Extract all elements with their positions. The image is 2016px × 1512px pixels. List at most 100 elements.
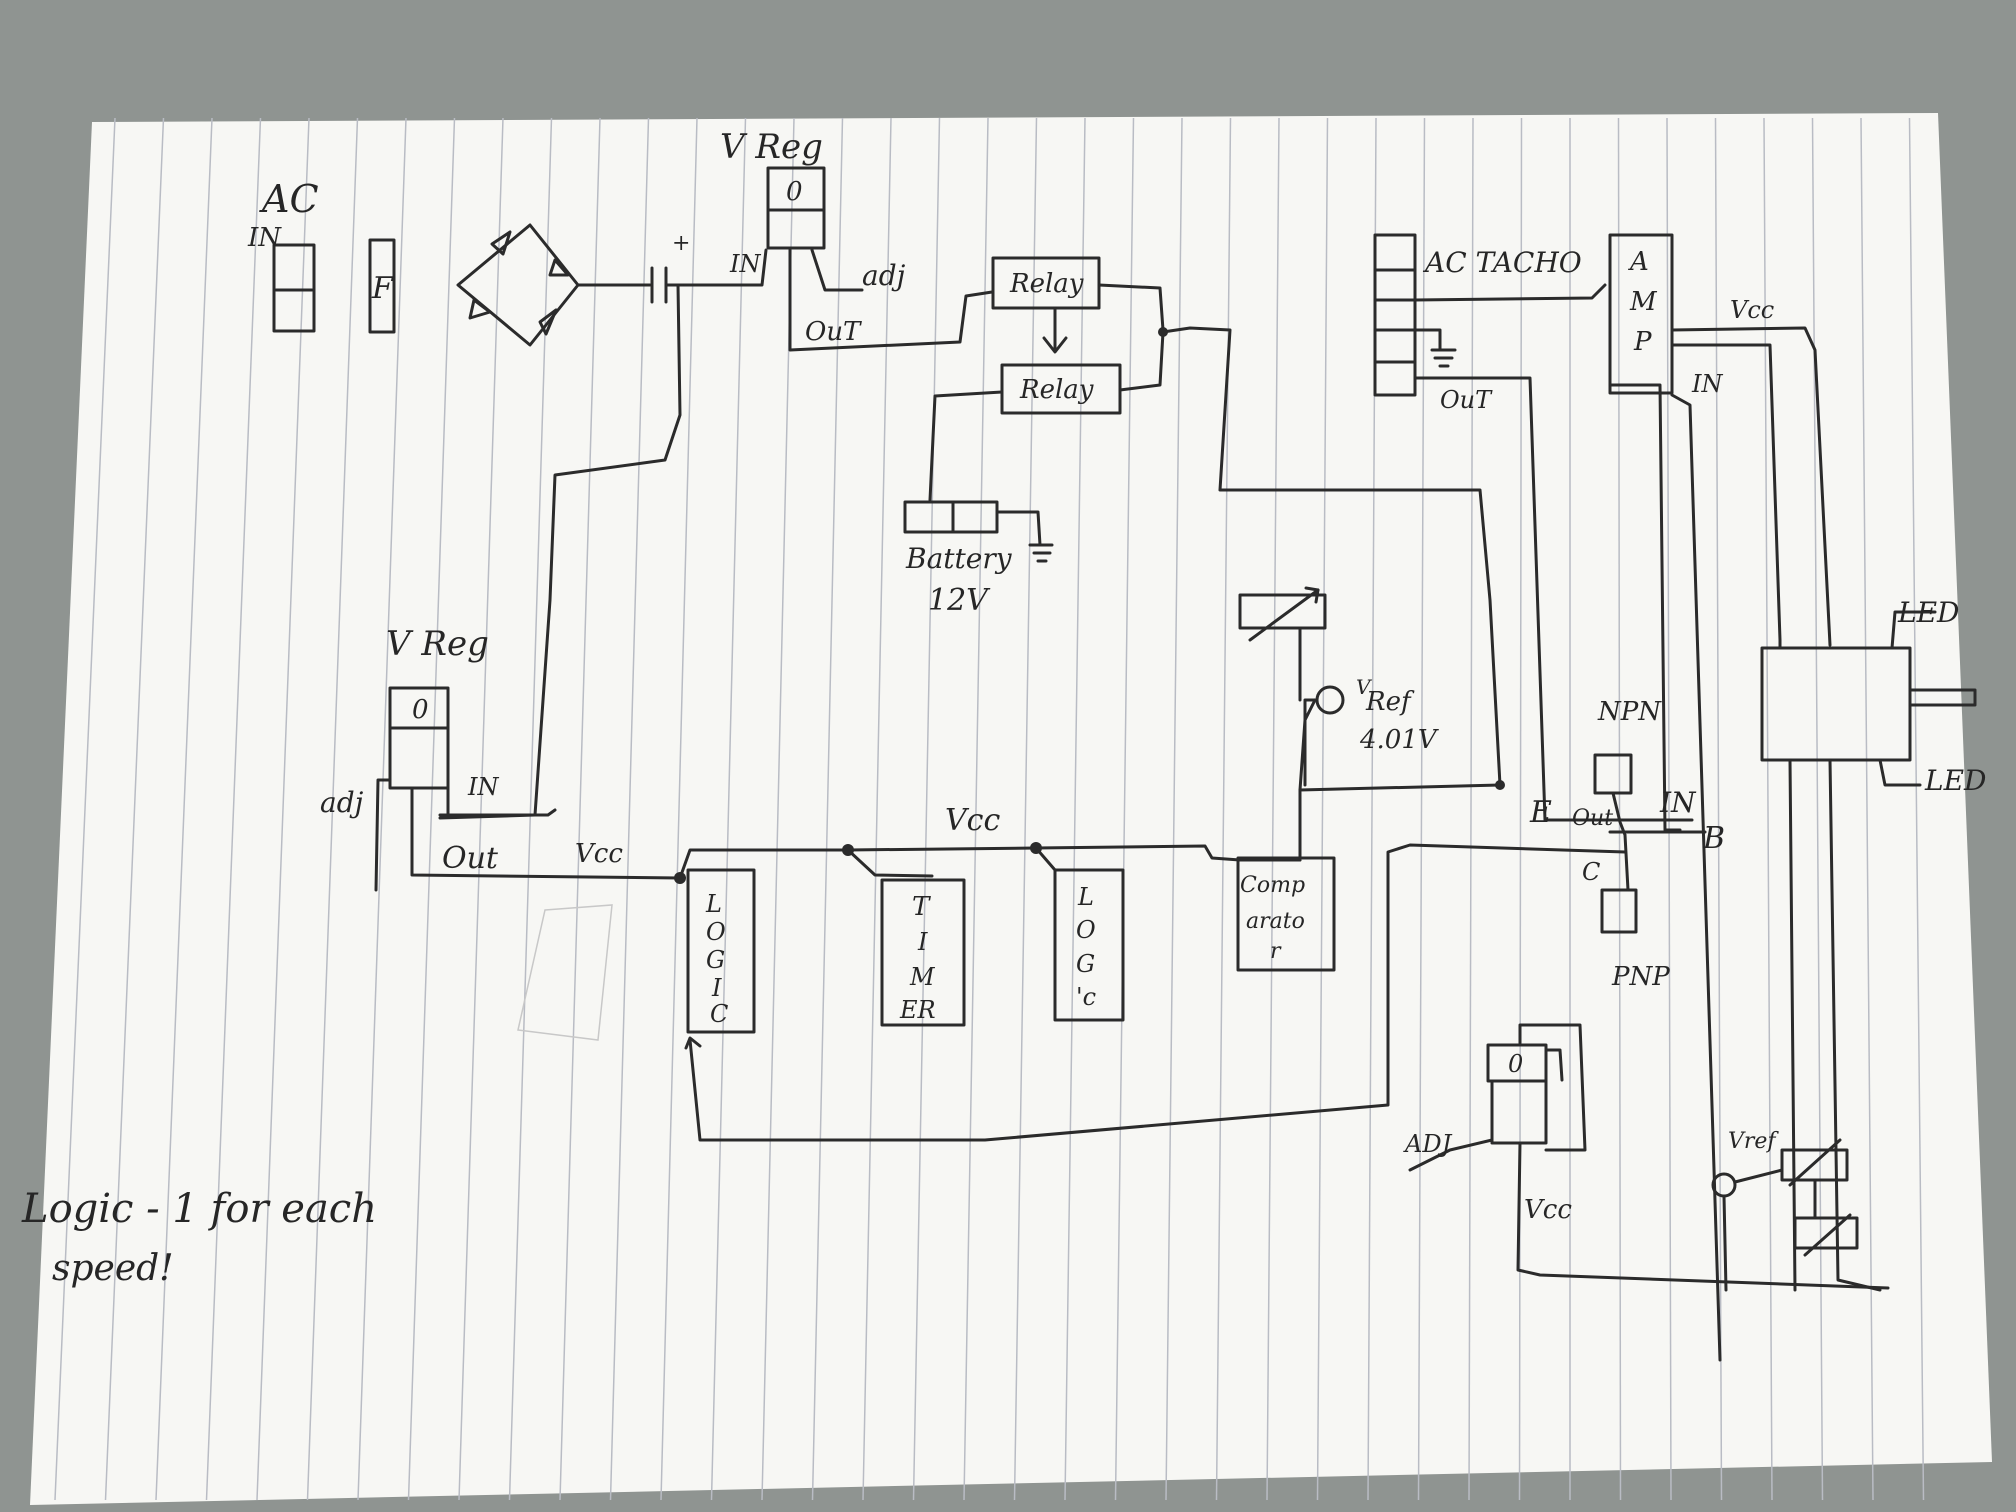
ruled-line	[609, 117, 650, 1501]
base-label: B	[1702, 821, 1725, 856]
ruled-line	[357, 117, 407, 1501]
vreg-left-pin-mark: 0	[412, 695, 429, 725]
ruled-line	[54, 117, 116, 1501]
logic-left-g: G	[706, 946, 725, 974]
ruled-line	[1013, 117, 1038, 1501]
ruled-line	[1617, 117, 1622, 1501]
logic-right-g: G	[1076, 950, 1095, 978]
ruled-line	[155, 117, 213, 1501]
ac-input-sub-label: IN	[247, 223, 282, 253]
timer-er: ER	[899, 996, 936, 1024]
vreg-top-out-label: OuT	[805, 317, 862, 347]
trim-section	[1711, 1138, 1859, 1292]
bus-junction-4	[1495, 780, 1505, 790]
vreg-top-title: V Reg	[720, 127, 823, 167]
amp-letter-m: M	[1629, 287, 1658, 317]
led-bottom-label: LED	[1924, 764, 1986, 797]
emitter-label: E	[1529, 795, 1552, 830]
comparator-line-3: r	[1270, 939, 1282, 964]
ruled-line	[559, 117, 601, 1501]
amp-letter-p: P	[1633, 327, 1652, 357]
logic-right-l: L	[1077, 883, 1094, 911]
ruled-line	[306, 117, 359, 1501]
vreg-left-title: V Reg	[386, 624, 489, 664]
bus-junction-1	[674, 872, 686, 884]
amp-wires	[1608, 326, 1832, 1362]
ruled-line	[1114, 117, 1135, 1501]
vreg-bottom	[1408, 1023, 1890, 1290]
transistor-out-label: Out	[1572, 806, 1613, 831]
vreg-left-in-label: IN	[467, 773, 499, 801]
ruled-line	[458, 117, 504, 1501]
pnp-transistor	[1600, 830, 1707, 934]
transistor-in-label: IN	[1659, 786, 1697, 819]
vcc-bus-label: Vcc	[945, 803, 1000, 838]
ruled-line	[710, 117, 747, 1501]
ruled-line	[1666, 117, 1672, 1501]
fuse	[368, 238, 396, 334]
ac-tacho-label: AC TACHO	[1422, 246, 1582, 279]
vreg-left-out-label: Out	[442, 841, 499, 876]
ruled-line	[1468, 117, 1474, 1501]
npn-label: NPN	[1597, 697, 1662, 727]
collector-label: C	[1582, 858, 1600, 886]
ruled-line	[205, 117, 262, 1501]
vreg-top-in-label: IN	[729, 250, 761, 278]
relay-lower-label: Relay	[1019, 375, 1094, 405]
ruled-line	[1064, 117, 1086, 1501]
logic-right-c: 'c	[1076, 983, 1096, 1011]
ruled-line	[963, 117, 989, 1501]
amplifier	[1608, 233, 1674, 395]
relay-junction	[1158, 327, 1168, 337]
capacitor	[628, 266, 687, 304]
vreg-left-adj-label: adj	[320, 786, 364, 819]
amp-vcc-label: Vcc	[1730, 296, 1774, 324]
ruled-lines	[54, 117, 1925, 1501]
relay-upper-label: Relay	[1009, 269, 1084, 299]
relay-wires	[928, 283, 1502, 787]
ruled-line	[1266, 117, 1280, 1501]
note-line-1: Logic - 1 for each	[21, 1186, 377, 1232]
relay-upper	[991, 256, 1101, 310]
feedback-loop-wire	[688, 843, 1627, 1142]
ruled-line	[1714, 117, 1723, 1501]
logic-right-chip	[1053, 868, 1125, 1022]
ruled-line	[912, 117, 941, 1501]
battery-voltage-label: 12V	[928, 583, 991, 618]
ruled-line	[862, 117, 892, 1501]
battery	[903, 500, 1054, 563]
trim-vref-label: Vref	[1728, 1129, 1779, 1154]
bridge-rectifier	[456, 223, 632, 347]
bus-junction-3	[1030, 842, 1042, 854]
vreg-top-pin-mark: 0	[786, 177, 803, 207]
ruled-line	[407, 117, 456, 1501]
logic-left-l: L	[705, 890, 722, 918]
ruled-line	[1417, 117, 1426, 1501]
logic-right-o: O	[1076, 916, 1096, 944]
ac-input-label: AC	[259, 177, 319, 221]
vreg-bottom-adj-label: ADJ	[1403, 1130, 1453, 1158]
capacitor-plus-label: +	[672, 231, 690, 256]
vreg-bottom-vcc-label: Vcc	[1524, 1195, 1572, 1225]
vref-sub-label: Ref	[1365, 687, 1415, 717]
vref-label: V	[1356, 675, 1373, 699]
timer-chip	[880, 878, 966, 1027]
vref-node	[1303, 685, 1345, 787]
amp-letter-a: A	[1628, 247, 1649, 277]
ruled-line	[1763, 117, 1773, 1501]
comparator-line-2: arato	[1246, 909, 1305, 934]
led-top-label: LED	[1897, 596, 1959, 629]
vreg-bottom-pin-mark: 0	[1508, 1050, 1523, 1078]
ruled-line	[508, 117, 553, 1501]
ruled-line	[1316, 117, 1329, 1501]
vcc-left-label: Vcc	[575, 839, 623, 869]
ac-input-connector	[272, 243, 316, 333]
ruled-line	[1165, 117, 1183, 1501]
comparator-line-1: Comp	[1240, 873, 1305, 898]
vreg-top-adj-label: adj	[862, 259, 906, 292]
vref-value-label: 4.01V	[1359, 725, 1439, 755]
bus-junction-2	[842, 844, 854, 856]
ruled-line	[256, 117, 310, 1501]
timer-t: T	[912, 892, 931, 922]
